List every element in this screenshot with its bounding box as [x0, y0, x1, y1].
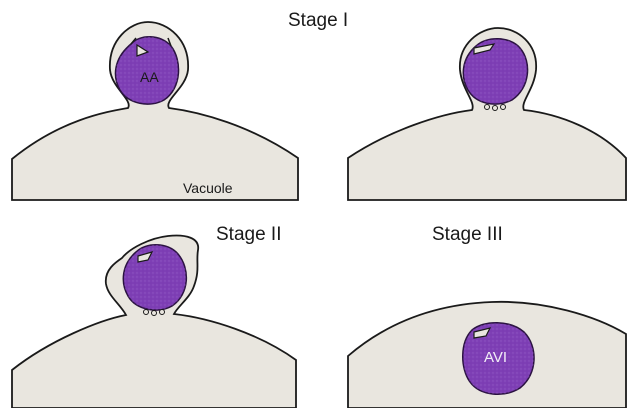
autophagic-body [463, 39, 527, 104]
autophagic-body [123, 245, 186, 310]
autophagic-body-label: AA [140, 69, 159, 85]
vacuolar-body-label: AVI [484, 349, 507, 366]
stage-3-label: Stage III [432, 224, 503, 246]
panel-stage-1-a [12, 22, 298, 200]
panel-stage-2 [12, 236, 296, 408]
vacuole-label: Vacuole [183, 180, 233, 196]
small-vesicles [485, 105, 506, 111]
stage-2-label: Stage II [216, 224, 282, 246]
panel-stage-1-b [348, 28, 626, 200]
stage-1-label: Stage I [288, 10, 348, 32]
small-vesicles [144, 310, 165, 316]
